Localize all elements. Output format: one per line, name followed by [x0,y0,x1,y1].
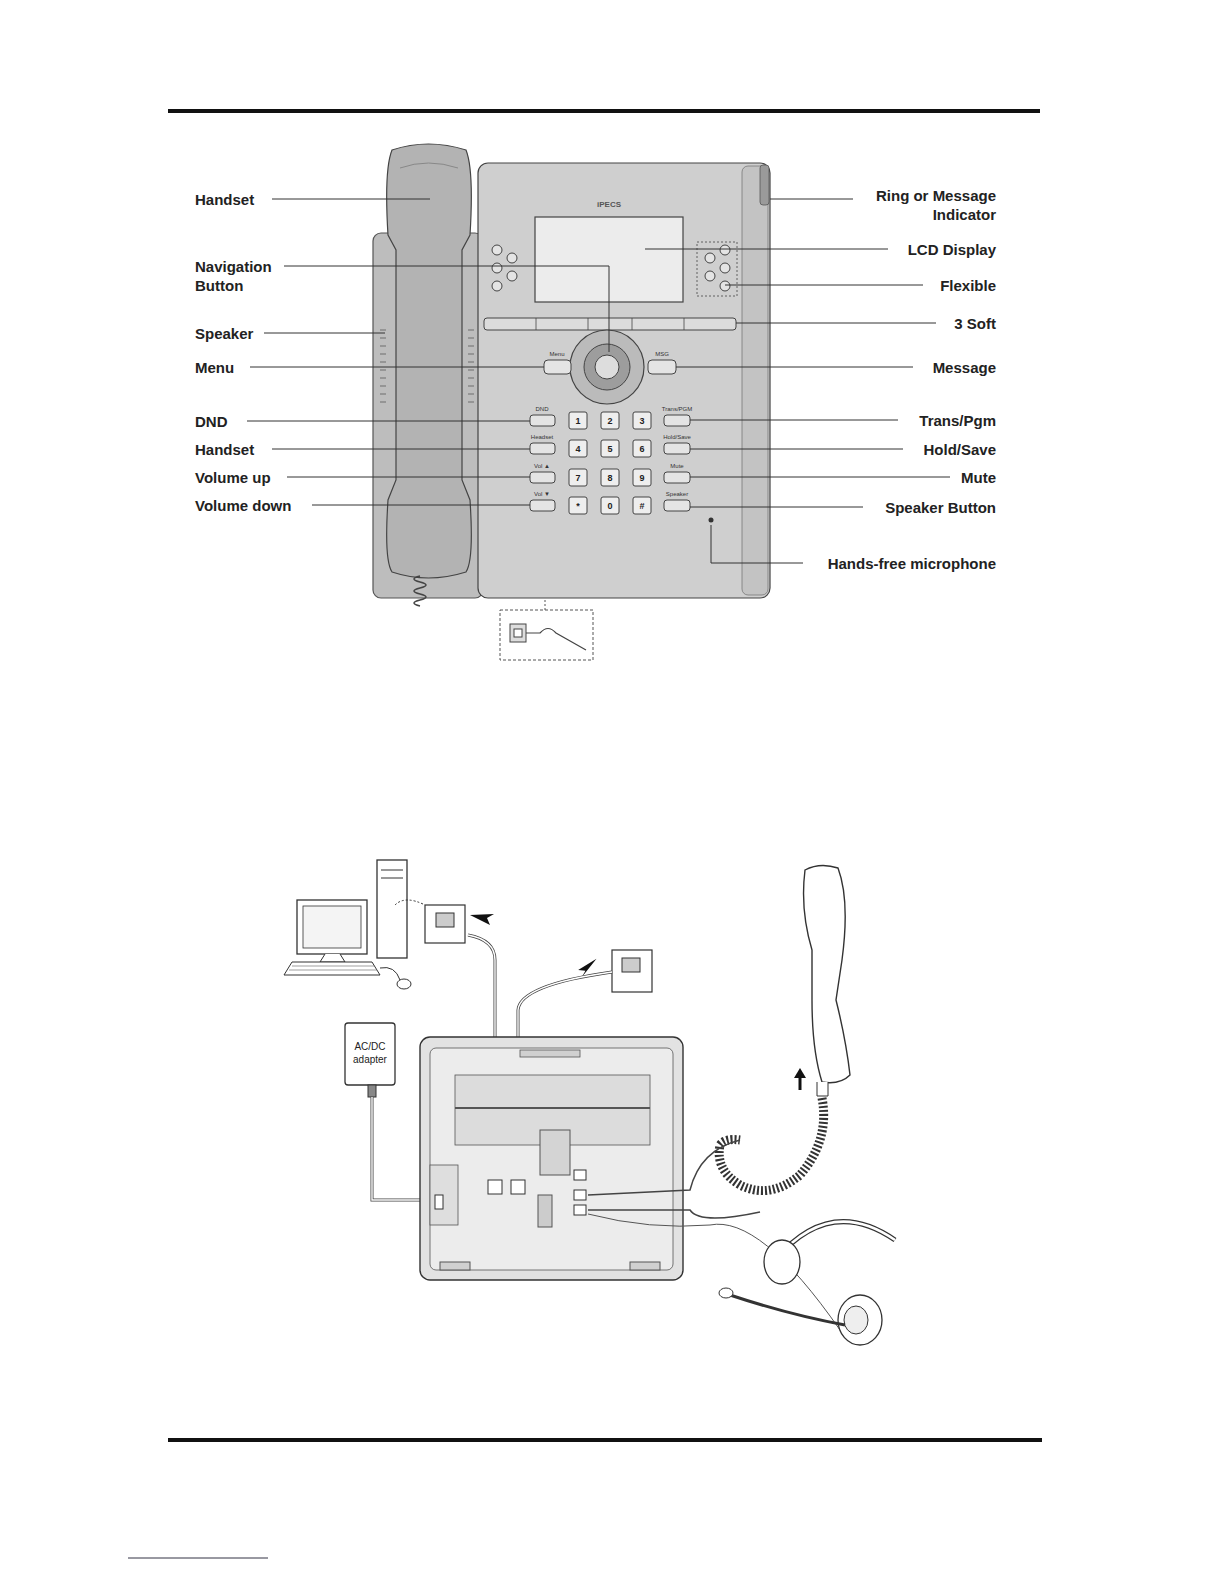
callout-label: Speaker [195,324,253,343]
callout-label: Hands-free microphone [828,554,996,573]
callout-label: Trans/Pgm [919,411,996,430]
callout-label: Ring or Message Indicator [846,186,996,224]
callout-label: LCD Display [908,240,996,259]
callout-label: Handset [195,440,254,459]
key-digit: 4 [569,443,587,455]
callout-label: Menu [195,358,234,377]
key-digit: 0 [601,500,619,512]
button-caption: Hold/Save [660,434,694,441]
brand-logo: iPECS [579,200,639,210]
callout-label: Volume up [195,468,271,487]
key-digit: 6 [633,443,651,455]
button-caption: Headset [525,434,559,441]
callout-label: 3 Soft [954,314,996,333]
callout-label: Handset [195,190,254,209]
key-digit: 5 [601,443,619,455]
key-digit: 8 [601,472,619,484]
key-digit: * [569,500,587,512]
button-caption: MSG [645,351,679,358]
callout-label: Message [933,358,996,377]
callout-label: Mute [961,468,996,487]
button-caption: DND [525,406,559,413]
button-caption: Vol ▼ [525,491,559,498]
callout-label: Volume down [195,496,291,515]
button-caption: Trans/PGM [660,406,694,413]
button-caption: Menu [540,351,574,358]
key-digit: # [633,500,651,512]
callout-label: Navigation Button [195,257,295,295]
key-digit: 7 [569,472,587,484]
adapter-label: AC/DC adapter [347,1040,393,1066]
button-caption: Vol ▲ [525,463,559,470]
key-digit: 1 [569,415,587,427]
button-caption: Speaker [660,491,694,498]
button-caption: Mute [660,463,694,470]
callout-label: Flexible [940,276,996,295]
key-digit: 2 [601,415,619,427]
key-digit: 9 [633,472,651,484]
callout-label: Hold/Save [923,440,996,459]
callout-label: Speaker Button [885,498,996,517]
key-digit: 3 [633,415,651,427]
callout-label: DND [195,412,228,431]
